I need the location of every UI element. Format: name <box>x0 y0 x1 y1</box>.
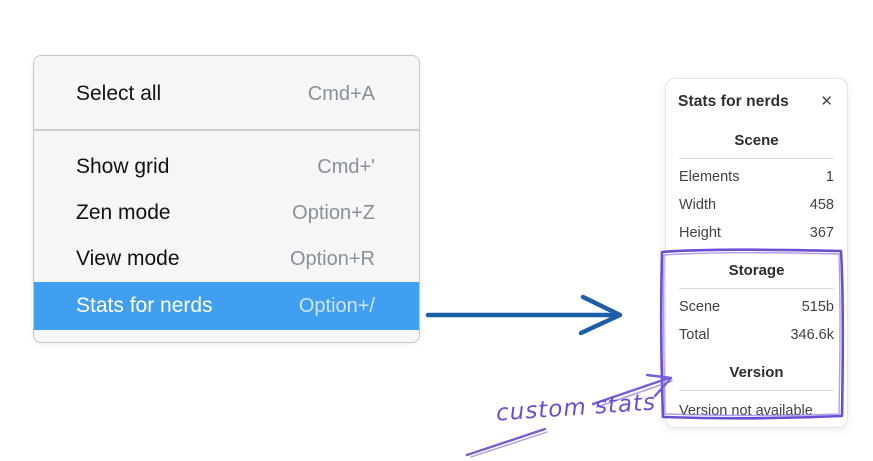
stat-value: 515b <box>801 299 834 315</box>
menu-item-select-all[interactable]: Select all Cmd+A <box>34 72 419 116</box>
menu-item-shortcut: Cmd+' <box>317 155 375 178</box>
menu-item-shortcut: Option+Z <box>292 201 375 224</box>
annotation-underline <box>465 427 548 458</box>
stat-label: Scene <box>679 299 721 315</box>
menu-item-shortcut: Cmd+A <box>307 82 375 105</box>
stat-row-width: Width 458 <box>678 191 835 219</box>
menu-item-label: Select all <box>76 82 162 105</box>
menu-item-zen-mode[interactable]: Zen mode Option+Z <box>34 190 419 236</box>
menu-item-show-grid[interactable]: Show grid Cmd+' <box>34 144 419 190</box>
stat-label: Height <box>679 225 721 241</box>
menu-item-view-mode[interactable]: View mode Option+R <box>34 236 419 282</box>
menu-item-label: Zen mode <box>76 201 171 224</box>
stats-for-nerds-panel: Stats for nerds ✕ Scene Elements 1 Width… <box>665 78 848 428</box>
section-heading-storage: Storage <box>728 262 785 279</box>
context-menu: Select all Cmd+A Show grid Cmd+' Zen mod… <box>33 55 420 343</box>
section-divider <box>679 158 834 159</box>
menu-separator <box>34 129 419 131</box>
stat-label: Elements <box>679 169 740 185</box>
close-icon[interactable]: ✕ <box>820 93 833 110</box>
section-divider <box>679 288 834 289</box>
panel-header: Stats for nerds ✕ <box>678 92 835 111</box>
stat-row-elements: Elements 1 <box>678 163 835 191</box>
stat-label: Total <box>679 327 710 343</box>
menu-item-label: View mode <box>76 247 180 270</box>
stat-value: 367 <box>809 225 834 241</box>
stat-value: 1 <box>825 169 834 185</box>
stat-row-total-size: Total 346.6k <box>678 321 835 349</box>
stat-row-height: Height 367 <box>678 219 835 247</box>
menu-item-label: Show grid <box>76 155 170 178</box>
menu-item-shortcut: Option+R <box>289 247 375 270</box>
stat-value: 346.6k <box>790 327 834 343</box>
version-note: Version not available <box>679 403 813 419</box>
section-heading-version: Version <box>729 364 784 381</box>
stat-value: 458 <box>809 197 834 213</box>
stat-label: Width <box>679 197 717 213</box>
menu-item-shortcut: Option+/ <box>298 294 375 317</box>
annotation-label: custom stats <box>495 389 657 427</box>
menu-item-label: Stats for nerds <box>76 294 213 317</box>
section-heading-scene: Scene <box>734 132 779 149</box>
panel-title: Stats for nerds <box>678 92 789 110</box>
right-arrow-icon <box>425 294 623 336</box>
stat-row-scene-size: Scene 515b <box>678 293 835 321</box>
menu-item-stats-for-nerds[interactable]: Stats for nerds Option+/ <box>34 282 419 330</box>
section-divider <box>679 390 834 391</box>
